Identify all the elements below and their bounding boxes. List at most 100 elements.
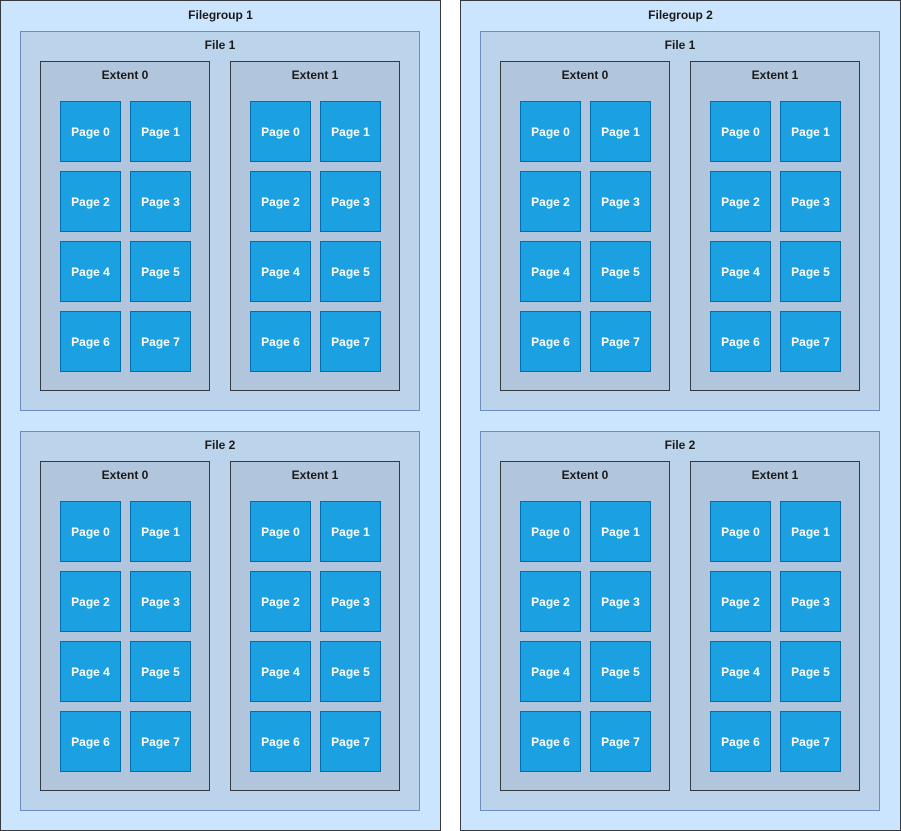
page-box: Page 0 bbox=[250, 101, 311, 162]
page-box: Page 6 bbox=[520, 311, 581, 372]
page-box: Page 4 bbox=[710, 641, 771, 702]
page-box: Page 2 bbox=[520, 571, 581, 632]
page-box: Page 2 bbox=[710, 171, 771, 232]
page-box: Page 6 bbox=[250, 311, 311, 372]
file-title: File 1 bbox=[664, 38, 696, 52]
page-box: Page 2 bbox=[60, 571, 121, 632]
page-box: Page 3 bbox=[780, 171, 841, 232]
extent-title: Extent 0 bbox=[101, 68, 149, 82]
page-box: Page 1 bbox=[590, 501, 651, 562]
page-box: Page 0 bbox=[60, 101, 121, 162]
page-box: Page 1 bbox=[130, 101, 191, 162]
page-box: Page 5 bbox=[320, 641, 381, 702]
page-box: Page 6 bbox=[250, 711, 311, 772]
page-box: Page 5 bbox=[780, 641, 841, 702]
page-box: Page 5 bbox=[130, 641, 191, 702]
extent-title: Extent 1 bbox=[751, 68, 799, 82]
page-box: Page 4 bbox=[250, 241, 311, 302]
page-box: Page 0 bbox=[250, 501, 311, 562]
page-box: Page 3 bbox=[320, 171, 381, 232]
page-box: Page 2 bbox=[520, 171, 581, 232]
page-box: Page 0 bbox=[520, 501, 581, 562]
page-box: Page 0 bbox=[60, 501, 121, 562]
page-box: Page 7 bbox=[590, 711, 651, 772]
page-box: Page 2 bbox=[60, 171, 121, 232]
filegroup-title: Filegroup 1 bbox=[188, 8, 253, 22]
file-title: File 2 bbox=[664, 438, 696, 452]
page-box: Page 6 bbox=[60, 711, 121, 772]
page-box: Page 4 bbox=[60, 641, 121, 702]
page-box: Page 6 bbox=[60, 311, 121, 372]
filegroup-title: Filegroup 2 bbox=[648, 8, 713, 22]
extent-title: Extent 0 bbox=[561, 68, 609, 82]
extent-title: Extent 1 bbox=[291, 68, 339, 82]
page-box: Page 1 bbox=[780, 101, 841, 162]
page-box: Page 7 bbox=[130, 711, 191, 772]
page-box: Page 7 bbox=[320, 711, 381, 772]
page-box: Page 1 bbox=[130, 501, 191, 562]
page-box: Page 4 bbox=[250, 641, 311, 702]
page-box: Page 3 bbox=[780, 571, 841, 632]
page-box: Page 0 bbox=[710, 501, 771, 562]
page-box: Page 1 bbox=[590, 101, 651, 162]
page-box: Page 4 bbox=[710, 241, 771, 302]
page-box: Page 4 bbox=[60, 241, 121, 302]
page-box: Page 4 bbox=[520, 641, 581, 702]
page-box: Page 3 bbox=[320, 571, 381, 632]
page-box: Page 6 bbox=[710, 711, 771, 772]
page-box: Page 7 bbox=[780, 711, 841, 772]
page-box: Page 5 bbox=[590, 241, 651, 302]
file-title: File 2 bbox=[204, 438, 236, 452]
page-box: Page 3 bbox=[590, 171, 651, 232]
page-box: Page 1 bbox=[780, 501, 841, 562]
page-box: Page 7 bbox=[320, 311, 381, 372]
page-box: Page 7 bbox=[780, 311, 841, 372]
extent-title: Extent 1 bbox=[291, 468, 339, 482]
page-box: Page 5 bbox=[780, 241, 841, 302]
extent-title: Extent 0 bbox=[101, 468, 149, 482]
page-box: Page 0 bbox=[710, 101, 771, 162]
page-box: Page 2 bbox=[710, 571, 771, 632]
page-box: Page 3 bbox=[590, 571, 651, 632]
extent-title: Extent 1 bbox=[751, 468, 799, 482]
page-box: Page 6 bbox=[710, 311, 771, 372]
file-title: File 1 bbox=[204, 38, 236, 52]
page-box: Page 2 bbox=[250, 171, 311, 232]
extent-title: Extent 0 bbox=[561, 468, 609, 482]
page-box: Page 6 bbox=[520, 711, 581, 772]
page-box: Page 7 bbox=[590, 311, 651, 372]
page-box: Page 5 bbox=[590, 641, 651, 702]
page-box: Page 4 bbox=[520, 241, 581, 302]
page-box: Page 5 bbox=[130, 241, 191, 302]
page-box: Page 3 bbox=[130, 171, 191, 232]
page-box: Page 7 bbox=[130, 311, 191, 372]
page-box: Page 0 bbox=[520, 101, 581, 162]
page-box: Page 1 bbox=[320, 101, 381, 162]
page-box: Page 1 bbox=[320, 501, 381, 562]
page-box: Page 5 bbox=[320, 241, 381, 302]
page-box: Page 2 bbox=[250, 571, 311, 632]
page-box: Page 3 bbox=[130, 571, 191, 632]
